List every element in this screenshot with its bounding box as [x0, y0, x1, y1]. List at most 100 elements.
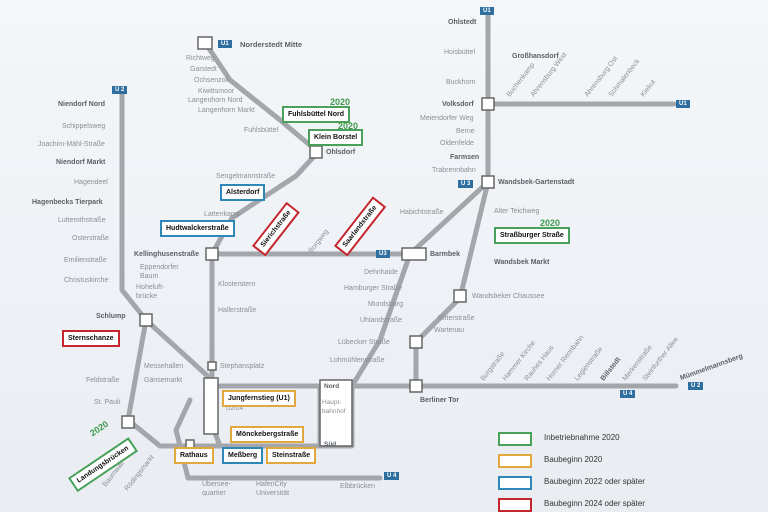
station-label: Hamburger Straße — [344, 285, 402, 292]
legend-text: Inbetriebnahme 2020 — [544, 433, 620, 442]
station-label: Klosterstern — [218, 281, 256, 288]
station-label: Wandsbek Markt — [494, 259, 550, 266]
station-label: Langenhorn Markt — [198, 107, 255, 114]
station-box-jungfernstieg[interactable]: Jungfernstieg (U1) — [222, 390, 296, 407]
station-label: Berne — [456, 128, 475, 135]
line-tag: U 2 — [112, 86, 128, 94]
station-label: Haupt-bahnhof — [322, 399, 346, 415]
station-label: Messehallen — [144, 363, 184, 370]
station-label: Ohlstedt — [448, 19, 477, 26]
legend-text: Baubeginn 2020 — [544, 455, 603, 464]
station-label: Farmsen — [450, 154, 480, 161]
station-label: Garstedt — [190, 66, 217, 73]
station-label: Schippelsweg — [62, 123, 106, 130]
year-label: 2020 — [338, 121, 359, 131]
station-label: Fuhlsbüttel — [244, 127, 279, 134]
station-box-sternschanze[interactable]: Sternschanze — [62, 330, 120, 347]
legend-swatch-yellow — [498, 454, 532, 468]
station-label: Wandsbeker Chaussee — [472, 293, 545, 300]
station-label: Süd — [324, 441, 337, 448]
station-label: Sengelmannstraße — [216, 173, 276, 180]
legend-swatch-red — [498, 498, 532, 512]
station-label: HafenCity Universität — [256, 481, 290, 497]
legend-text: Baubeginn 2024 oder später — [544, 499, 645, 508]
u3-line-west — [125, 317, 195, 449]
station-label: Lutterothstraße — [58, 217, 106, 224]
line-tag: U 4 — [620, 390, 636, 398]
station-label: Kellinghusenstraße — [134, 251, 199, 258]
station-label: Barmbek — [430, 251, 460, 258]
legend-swatch-blue — [498, 476, 532, 490]
station-label: Lattenkamp — [204, 211, 241, 218]
legend-text: Baubeginn 2022 oder später — [544, 477, 645, 486]
station-box-messberg[interactable]: Meßberg — [222, 447, 264, 464]
station-label: Norderstedt Mitte — [240, 40, 303, 49]
station-label: Lohmühlenstraße — [330, 357, 385, 364]
station-label: Gänsemarkt — [144, 377, 183, 384]
station-label: Trabrennbahn — [432, 167, 476, 174]
station-label: Richtweg — [186, 55, 215, 62]
line-tag: U 3 — [458, 180, 474, 188]
station-label: Mundsburg — [368, 301, 404, 308]
station-label: Ritterstraße — [438, 315, 475, 322]
station-label: Uhlandstraße — [360, 317, 403, 324]
legend-swatch-green — [498, 432, 532, 446]
station-label: Osterstraße — [72, 235, 109, 242]
station-label: Wartenau — [434, 327, 465, 334]
line-tag: U 2 — [688, 382, 704, 390]
station-label: Wandsbek-Gartenstadt — [498, 179, 575, 186]
station-label: Feldstraße — [86, 377, 120, 384]
station-label: Berliner Tor — [420, 397, 460, 404]
station-label: U2/U4 — [226, 406, 244, 412]
station-label: Niendorf Nord — [58, 101, 106, 108]
station-label: Christuskirche — [64, 277, 109, 284]
u2-line-west — [119, 91, 215, 383]
station-label: Oldenfelde — [440, 140, 474, 147]
year-label: 2020 — [330, 97, 351, 107]
station-box-fuhlsbuettel-nord[interactable]: Fuhlsbüttel Nord — [282, 106, 350, 123]
station-box-moenckebergstrasse[interactable]: Mönckebergstraße — [230, 426, 305, 443]
station-label: Hagenbecks Tierpark — [32, 199, 103, 206]
line-tag: U1 — [676, 100, 690, 108]
station-label: Ochsenzoll — [194, 77, 229, 84]
station-label: Meiendorfer Weg — [420, 115, 474, 122]
station-label: Langenhorn Nord — [188, 97, 243, 104]
station-label: Hoisbüttel — [444, 49, 476, 56]
station-label: Habichtstraße — [400, 209, 444, 216]
station-label: Emilienstraße — [64, 257, 107, 264]
station-label: Eppendorfer Baum — [140, 264, 179, 280]
station-label: Übersee-quartier — [202, 481, 231, 497]
line-tag: U1 — [480, 7, 494, 15]
station-label: Buckhorn — [446, 79, 476, 86]
station-box-klein-borstel[interactable]: Klein Borstel — [308, 129, 364, 146]
station-label: Schlump — [96, 313, 126, 320]
station-label: Joachim-Mähl-Straße — [38, 141, 105, 148]
station-label: St. Pauli — [94, 399, 121, 406]
station-label: Hoheluft-brücke — [136, 284, 165, 300]
station-label: Volksdorf — [442, 101, 474, 108]
line-tag: U3 — [376, 250, 390, 258]
station-label: Nord — [324, 383, 340, 390]
line-tag: U1 — [218, 40, 232, 48]
station-box-steinstrasse[interactable]: Steinstraße — [266, 447, 317, 464]
station-label: Großhansdorf — [512, 53, 559, 60]
station-box-hudtwalcker[interactable]: Hudtwalckerstraße — [160, 220, 235, 237]
station-label: Dehnhaide — [364, 269, 398, 276]
station-label: Hagendeel — [74, 179, 108, 186]
station-box-alsterdorf[interactable]: Alsterdorf — [220, 184, 266, 201]
station-label: Hallerstraße — [218, 307, 257, 314]
station-box-rathaus[interactable]: Rathaus — [174, 447, 214, 464]
station-label: Stephansplatz — [220, 363, 265, 370]
station-box-strassburger[interactable]: Straßburger Straße — [494, 227, 570, 244]
line-tag: U 4 — [384, 472, 400, 480]
station-label: Niendorf Markt — [56, 159, 106, 166]
station-label: Lübecker Straße — [338, 339, 390, 346]
u1-line-north — [203, 41, 321, 393]
u3-line-south — [349, 251, 413, 389]
station-label: Alter Teichweg — [494, 208, 540, 215]
station-label: Ohlsdorf — [326, 149, 356, 156]
year-label: 2020 — [540, 218, 561, 228]
station-label: Elbbrücken — [340, 483, 376, 490]
